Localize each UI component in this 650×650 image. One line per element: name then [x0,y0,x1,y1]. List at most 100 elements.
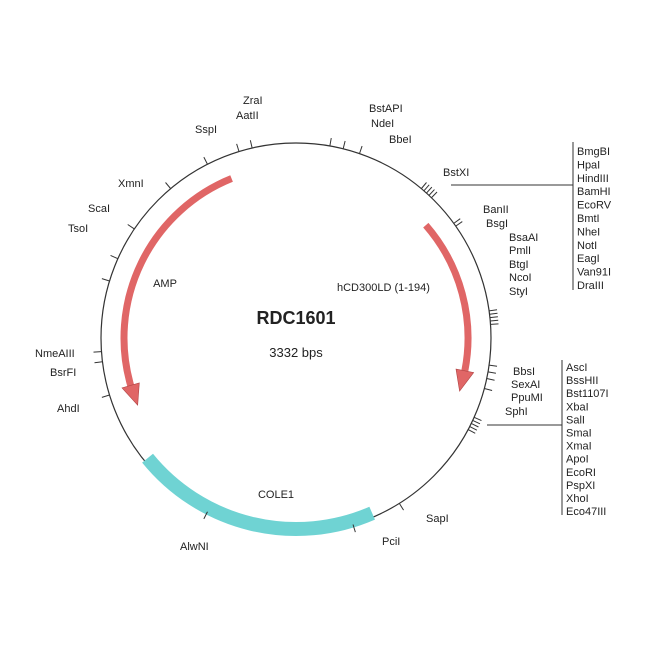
mcs-site-label: BmgBI [577,146,610,158]
site-tick [489,316,498,319]
insert-arrow [423,222,472,372]
site-tick [489,364,498,367]
mcs-site-label: BssHII [566,375,598,387]
site-tick [423,184,430,192]
site-tick [428,189,435,196]
site-tick [487,371,497,374]
site-tick [453,218,461,224]
site-label: PciI [382,536,400,548]
site-tick [469,426,478,431]
site-label: PpuMI [511,392,543,404]
mcs-site-label: ApoI [566,454,589,466]
mcs-site-label: Van91I [577,267,611,279]
site-label: BstAPI [369,103,403,115]
site-label: BsrFI [50,367,76,379]
site-label: PmlI [509,245,531,257]
site-tick [249,140,253,149]
site-label: AatII [236,110,259,122]
site-label: ZraI [243,95,263,107]
site-label: SphI [505,406,528,418]
insert-arrow-head [455,368,475,392]
site-tick [420,182,427,189]
site-label: AhdI [57,403,80,415]
feature-label-ori: COLE1 [258,489,294,501]
site-label: NdeI [371,118,394,130]
site-tick [489,312,498,315]
mcs-site-label: XmaI [566,441,592,453]
amp-arrow [120,175,233,387]
site-label: BsgI [486,218,508,230]
site-tick [490,319,499,322]
site-tick [342,140,346,149]
site-tick [471,423,479,428]
mcs-site-label: XbaI [566,401,589,413]
site-label: AlwNI [180,541,209,553]
mcs-site-label: EagI [577,253,600,265]
site-tick [472,419,481,425]
mcs2-list: AscIBssHIIBst1107IXbaISalISmaIXmaIApoIEc… [566,362,609,518]
mcs-site-label: BamHI [577,186,611,198]
site-label: XmnI [118,178,144,190]
site-tick [486,378,495,381]
mcs-site-label: DraIII [577,280,604,292]
site-tick [203,511,208,520]
site-tick [467,429,476,434]
amp-arrow-head [121,382,140,406]
site-tick [398,503,404,511]
site-tick [203,156,208,165]
site-tick [110,254,119,260]
site-label: BtgI [509,259,529,271]
mcs-site-label: EcoRV [577,200,612,212]
site-tick [94,361,103,364]
mcs-site-label: NheI [577,226,600,238]
site-tick [473,416,482,422]
site-tick [236,143,240,152]
mcs-site-label: NotI [577,240,597,252]
site-label: BsaAI [509,232,538,244]
mcs-site-label: XhoI [566,493,589,505]
site-tick [431,191,438,199]
site-labels: ZraI AatII SspI XmnI ScaI TsoI NmeAIII B… [35,95,543,553]
site-label: BbsI [513,366,535,378]
site-tick [455,221,463,227]
plasmid-size: 3332 bps [269,345,323,360]
site-label: NmeAIII [35,348,75,360]
site-label: StyI [509,286,528,298]
site-tick [359,145,363,154]
site-tick [165,182,172,189]
mcs-site-label: Bst1107I [566,388,609,400]
mcs-site-label: BmtI [577,213,600,225]
site-label: SspI [195,124,217,136]
site-tick [101,278,110,282]
mcs-site-label: HpaI [577,159,600,171]
mcs-site-label: Eco47III [566,506,606,518]
site-tick [490,323,499,325]
site-label: BanII [483,204,509,216]
site-label: BbeI [389,134,412,146]
mcs-site-label: SalI [566,414,585,426]
site-label: BstXI [443,167,469,179]
mcs-site-label: SmaI [566,428,592,440]
site-tick [93,351,102,353]
site-label: NcoI [509,272,532,284]
plasmid-name: RDC1601 [256,308,335,328]
site-label: TsoI [68,223,88,235]
site-label: SapI [426,513,449,525]
site-label: ScaI [88,203,110,215]
mcs-site-label: EcoRI [566,467,596,479]
site-tick [329,137,332,147]
mcs-site-label: AscI [566,362,587,374]
site-label: SexAI [511,379,540,391]
site-tick [127,224,135,230]
feature-label-amp: AMP [153,278,177,290]
site-tick [352,524,356,533]
mcs-site-label: HindIII [577,173,609,185]
site-tick [484,387,493,392]
site-tick [426,186,433,194]
ori-feature [142,453,375,536]
feature-label-insert: hCD300LD (1-194) [337,282,430,294]
site-tick [489,309,498,312]
mcs-site-label: PspXI [566,480,595,492]
